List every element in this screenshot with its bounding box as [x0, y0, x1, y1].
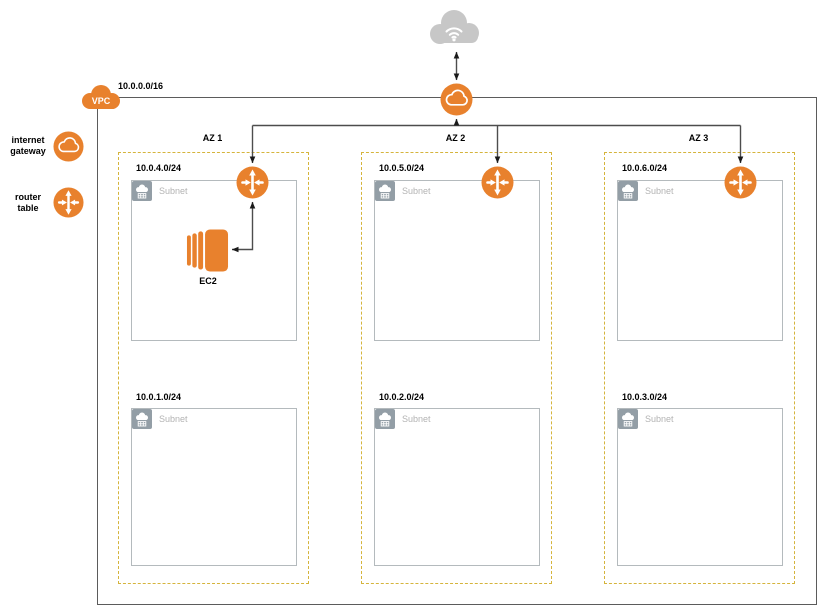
- vpc-label: VPC: [92, 96, 111, 106]
- subnet-cidr: 10.0.4.0/24: [136, 163, 182, 173]
- subnet-label: Subnet: [402, 186, 431, 196]
- legend-router-icon: [53, 187, 84, 218]
- subnet-box: Subnet: [131, 408, 297, 566]
- subnet-box: Subnet: [374, 180, 540, 341]
- subnet-cidr: 10.0.6.0/24: [622, 163, 668, 173]
- legend-internet-gateway-icon: [53, 131, 84, 162]
- subnet-box: Subnet: [374, 408, 540, 566]
- az3-label: AZ 3: [688, 133, 709, 143]
- subnet-label: Subnet: [159, 414, 188, 424]
- subnet-cidr: 10.0.1.0/24: [136, 392, 182, 402]
- router-icon-az2: [481, 166, 514, 198]
- ec2-label: EC2: [199, 276, 217, 286]
- internet-cloud-icon: [430, 10, 479, 44]
- subnet-label: Subnet: [645, 414, 674, 424]
- vpc-cidr: 10.0.0.0/16: [118, 81, 164, 91]
- az2-label: AZ 2: [445, 133, 466, 143]
- router-icon-az3: [724, 166, 757, 198]
- subnet-label: Subnet: [645, 186, 674, 196]
- az1-label: AZ 1: [202, 133, 223, 143]
- legend-internet-gateway-label: internet gateway: [10, 135, 46, 156]
- subnet-icon: [132, 409, 152, 429]
- vpc-cloud-badge: VPC: [82, 85, 120, 109]
- subnet-icon: [375, 409, 395, 429]
- subnet-cidr: 10.0.3.0/24: [622, 392, 668, 402]
- subnet-icon: [132, 181, 152, 201]
- subnet-label: Subnet: [159, 186, 188, 196]
- router-icon-az1: [236, 166, 269, 198]
- subnet-cidr: 10.0.2.0/24: [379, 392, 425, 402]
- legend-router-table-label: router table: [14, 192, 41, 213]
- subnet-label: Subnet: [402, 414, 431, 424]
- subnet-cidr: 10.0.5.0/24: [379, 163, 425, 173]
- ec2-icon: [186, 229, 229, 272]
- internet-gateway-icon: [440, 83, 473, 116]
- subnet-icon: [618, 409, 638, 429]
- subnet-box: Subnet: [131, 180, 297, 341]
- subnet-box: Subnet: [617, 180, 783, 341]
- subnet-icon: [618, 181, 638, 201]
- subnet-box: Subnet: [617, 408, 783, 566]
- subnet-icon: [375, 181, 395, 201]
- az2-box: 10.0.5.0/24 Subnet 10.0.2.0/24 Subnet: [361, 152, 552, 584]
- az1-box: 10.0.4.0/24 Subnet 10.0.1.0/24 Subnet: [118, 152, 309, 584]
- az3-box: 10.0.6.0/24 Subnet 10.0.3.0/24 Subnet: [604, 152, 795, 584]
